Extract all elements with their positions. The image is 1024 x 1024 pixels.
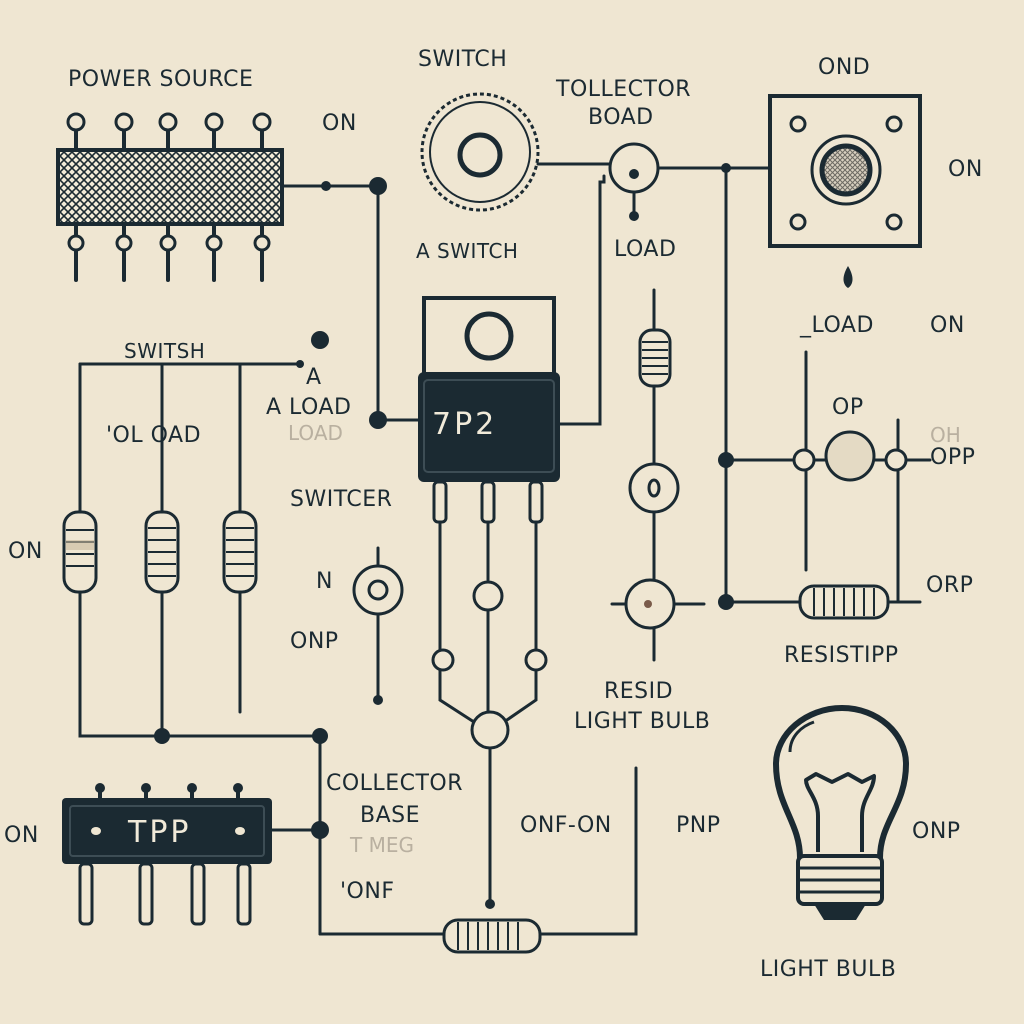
switcer-label: SWITCER [290, 487, 392, 512]
left-resistor-bank [62, 360, 328, 832]
onf-on-label: ONF-ON [520, 813, 612, 838]
teardrop-marker [843, 266, 853, 288]
base-label: BASE [360, 803, 420, 828]
collector-board-label-1: TOLLECTOR [555, 77, 691, 102]
wire-power-source [280, 177, 422, 429]
a-label: A [306, 365, 322, 390]
a-node-dot [311, 331, 329, 349]
on-label-bottom-left: ON [4, 823, 39, 848]
bottom-chip-label: TPP [127, 815, 192, 850]
resistipp-label: RESISTIPP [784, 643, 899, 668]
n-label: N [316, 569, 333, 594]
main-transistor [418, 296, 560, 524]
load-label-right: _LOAD [799, 313, 874, 338]
switch-gear-icon [420, 92, 614, 212]
small-switch-node [352, 546, 404, 705]
bottom-chip [62, 783, 329, 936]
onf-label: 'ONF [340, 879, 394, 904]
ond-label: OND [818, 55, 870, 80]
onp-label-left: ONP [290, 629, 339, 654]
switsh-label: SWITSH [124, 339, 205, 363]
resid-label: RESID [604, 679, 673, 704]
on-label-right-top: ON [948, 157, 983, 182]
opp-label: OPP [930, 445, 975, 470]
resistor-right [724, 584, 922, 620]
orp-label: ORP [926, 573, 973, 598]
mid-chain [610, 288, 706, 662]
load-label-top: LOAD [614, 237, 676, 262]
square-button-component [768, 94, 922, 248]
faint-load-label: LOAD [288, 421, 343, 445]
bottom-resistor [318, 766, 638, 954]
collector-board-node [558, 142, 774, 426]
transistor-legs-wiring [431, 520, 548, 909]
power-source-component [56, 112, 284, 282]
collector-board-label-2: BOAD [588, 105, 654, 130]
pnp-label: PNP [676, 813, 721, 838]
a-load-label: A LOAD [266, 395, 351, 420]
on-label-left: ON [8, 539, 43, 564]
ol-oad-label: 'OL OAD [106, 423, 201, 448]
main-chip-label: 7P2 [432, 407, 497, 442]
op-label: OP [832, 395, 864, 420]
switch-label: SWITCH [418, 47, 507, 72]
faint-oh-label: OH [930, 423, 961, 447]
faint-bottom-label: T MEG [349, 833, 414, 857]
light-bulb-icon [773, 705, 909, 920]
power-source-label: POWER SOURCE [68, 67, 253, 92]
onp-label-right: ONP [912, 819, 961, 844]
collector-label: COLLECTOR [326, 771, 463, 796]
on-label-top-left: ON [322, 111, 357, 136]
on-label-right-mid: ON [930, 313, 965, 338]
light-bulb-label-mid: LIGHT BULB [574, 709, 710, 734]
light-bulb-label-bottom: LIGHT BULB [760, 957, 896, 982]
op-lamp-node [792, 430, 908, 482]
a-switch-label: A SWITCH [416, 239, 518, 263]
